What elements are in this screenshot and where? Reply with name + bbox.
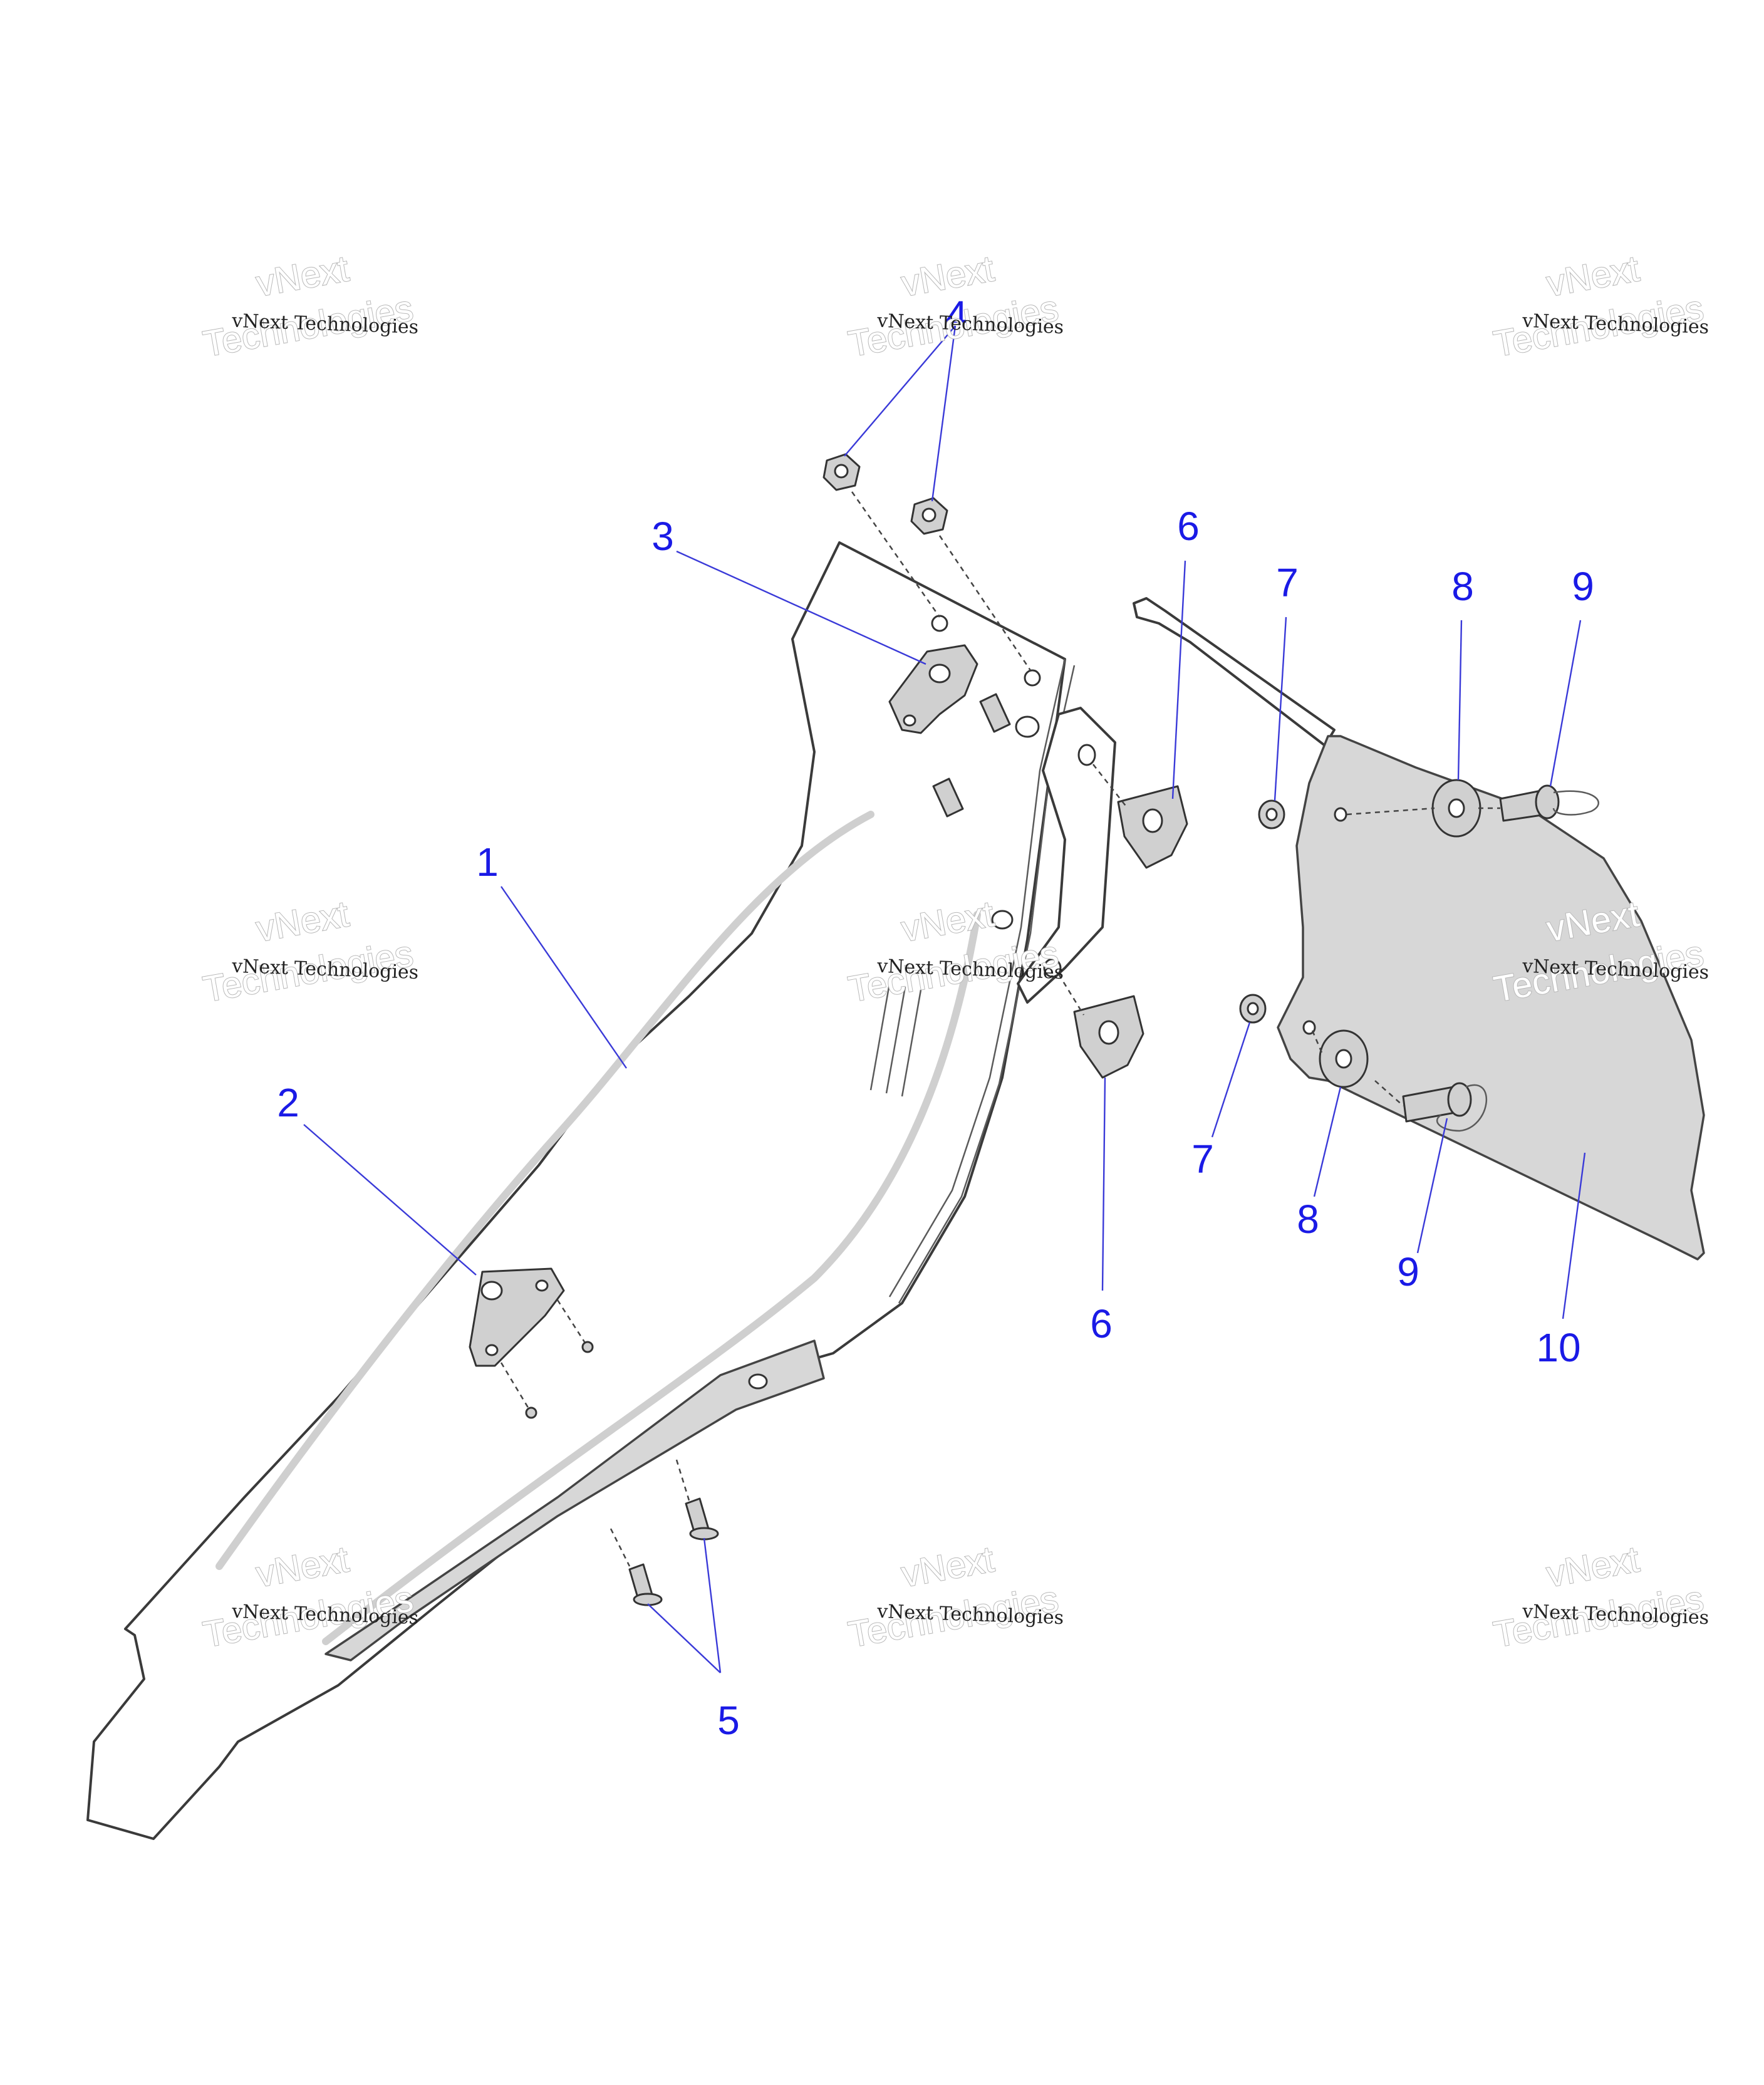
quarter-turn-pins (1374, 784, 1599, 1132)
upper-bracket (888, 644, 978, 734)
screws (610, 1459, 719, 1606)
mounting-plate (1017, 707, 1116, 1004)
lower-bracket (469, 1267, 594, 1419)
callout-9-lower: 9 (1397, 1249, 1419, 1294)
svg-text:vNext: vNext (253, 893, 351, 950)
svg-text:vNext: vNext (898, 1539, 997, 1595)
callout-4: 4 (945, 293, 968, 338)
flange-nuts (822, 453, 1032, 671)
clip-nuts (1057, 764, 1188, 1079)
watermark: vNext Technologies vNext Technologies (845, 247, 1064, 365)
callout-1: 1 (476, 840, 499, 885)
lock-washers (1239, 799, 1285, 1024)
watermark: vNext Technologies vNext Technologies (200, 893, 419, 1011)
callout-6-upper: 6 (1177, 504, 1200, 549)
callout-10: 10 (1536, 1325, 1580, 1370)
flat-washers (1311, 779, 1481, 1088)
callout-8-lower: 8 (1297, 1197, 1319, 1242)
watermark: vNext Technologies vNext Technologies (1490, 1538, 1710, 1656)
callout-6-lower: 6 (1090, 1301, 1113, 1346)
callout-7-upper: 7 (1276, 560, 1299, 605)
svg-text:vNext: vNext (1544, 248, 1642, 304)
watermark: vNext Technologies vNext Technologies (200, 247, 419, 365)
callout-5: 5 (717, 1698, 740, 1743)
leader-lines (303, 325, 1586, 1673)
callout-2: 2 (277, 1080, 299, 1125)
callout-9-upper: 9 (1572, 564, 1594, 609)
callout-3: 3 (651, 514, 674, 559)
svg-text:vNext: vNext (253, 248, 351, 304)
callout-labels: 1 2 3 4 5 6 6 7 7 8 8 9 9 10 (277, 293, 1594, 1743)
svg-text:vNext: vNext (898, 248, 997, 304)
watermark: vNext Technologies vNext Technologies (1490, 247, 1710, 365)
callout-8-upper: 8 (1451, 564, 1474, 609)
svg-text:vNext: vNext (1544, 1539, 1642, 1595)
callout-7-lower: 7 (1191, 1136, 1214, 1182)
guard-plate (1133, 597, 1705, 1261)
fender-panel (86, 541, 1076, 1840)
watermark: vNext Technologies vNext Technologies (845, 1538, 1064, 1656)
